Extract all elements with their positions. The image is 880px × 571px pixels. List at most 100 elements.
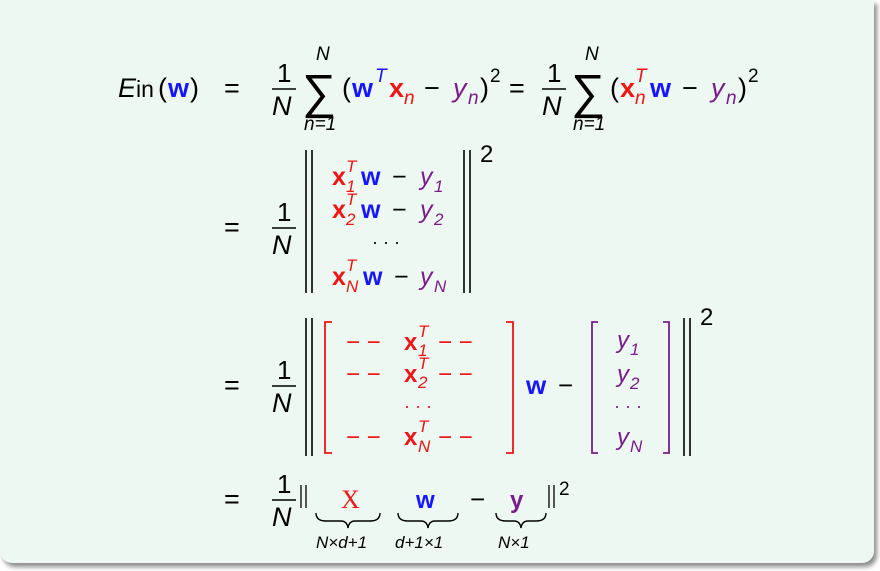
y-v-idx-rN: N: [630, 437, 643, 456]
y-v-dots: · · ·: [614, 396, 642, 416]
dashes-r-r1: − −: [438, 329, 473, 356]
frac-N-2: N: [542, 91, 562, 121]
idx-r1: 1: [346, 177, 355, 196]
paren-open: (: [158, 73, 167, 103]
underbrace-y: [495, 512, 547, 529]
equals-2: =: [224, 212, 240, 242]
sq-4: 2: [700, 304, 713, 331]
y-1: y: [451, 73, 468, 103]
sum-lower-2: n=1: [573, 114, 605, 135]
w-r1: w: [360, 163, 381, 191]
y-v-r1: y: [615, 327, 631, 354]
underbrace-X: [315, 512, 381, 529]
underbrace-w: [397, 512, 459, 529]
E-symbol: E: [118, 73, 137, 103]
frac-one-3: 1: [277, 197, 291, 227]
X-matrix: X: [341, 485, 360, 514]
minus-final: −: [470, 484, 485, 514]
n-sub-y-1: n: [468, 88, 479, 109]
equals-1b: =: [509, 73, 525, 103]
T-m-rN: T: [418, 417, 430, 436]
T-m-r1: T: [418, 322, 430, 341]
y-rN: y: [418, 263, 434, 291]
dashes-l-r2: − −: [346, 361, 381, 388]
dashes-r-rN: − −: [438, 424, 473, 451]
x-1: x: [389, 73, 404, 103]
y-r2: y: [418, 196, 434, 224]
minus-m: −: [558, 370, 573, 400]
y-idx-rN: N: [434, 277, 447, 296]
x-r2: x: [332, 196, 346, 224]
frac-N-1: N: [272, 91, 292, 121]
y-final: y: [510, 487, 524, 514]
x-2: x: [620, 73, 635, 103]
minus-1: −: [424, 73, 440, 103]
minus-r1: −: [392, 163, 407, 191]
sum-symbol-1: ∑: [302, 66, 336, 119]
T-sup-2: T: [635, 66, 648, 87]
frac-N-5: N: [272, 502, 292, 532]
T-r1: T: [346, 157, 358, 176]
y-bracket-left: [591, 321, 598, 454]
y-idx-r1: 1: [434, 177, 443, 196]
n-sub-y-2: n: [726, 88, 737, 109]
n-sub-2: n: [635, 88, 646, 109]
frac-one-5: 1: [277, 469, 291, 499]
minus-r2: −: [392, 196, 407, 224]
line-1: E in ( w ) = 1 N N ∑ n=1 ( w T x n − y n…: [118, 44, 759, 135]
T-sup-1: T: [375, 66, 388, 87]
paren-close-3: ): [738, 73, 747, 103]
frac-N-4: N: [272, 388, 292, 418]
line-2: = 1 N 2 x T 1 w − y 1 x T 2 w − y 2 · · …: [224, 141, 493, 296]
w-rN: w: [362, 263, 383, 291]
w-final: w: [415, 487, 435, 514]
sum-symbol-2: ∑: [571, 66, 605, 119]
y-bracket-right: [663, 321, 670, 454]
line-3: = 1 N 2 − − x T 1 − − − − x T 2 − − · · …: [224, 304, 713, 456]
sq-2: 2: [748, 66, 759, 87]
slide-panel: [0, 0, 874, 563]
frac-one-1: 1: [277, 58, 291, 88]
equals-1: =: [224, 73, 240, 103]
idx-m-rN: N: [418, 437, 431, 456]
X-bracket-left: [324, 321, 332, 454]
idx-r2: 2: [345, 210, 356, 229]
equals-4: =: [224, 484, 240, 514]
x-r1: x: [332, 163, 346, 191]
w-1: w: [351, 73, 374, 103]
x-m-r2: x: [404, 361, 418, 388]
x-m-rN: x: [404, 424, 418, 451]
y-v-r2: y: [615, 361, 631, 388]
T-r2: T: [346, 190, 358, 209]
y-v-idx-r2: 2: [629, 374, 640, 393]
paren-open-3: (: [610, 73, 619, 103]
T-m-r2: T: [418, 354, 430, 373]
x-m-r1: x: [404, 329, 418, 356]
dots-r3: · · ·: [372, 232, 400, 252]
dashes-l-rN: − −: [346, 424, 381, 451]
sq-1: 2: [490, 66, 501, 87]
paren-close: ): [190, 73, 199, 103]
paren-close-2: ): [480, 73, 489, 103]
frac-N-3: N: [272, 230, 292, 260]
equals-3: =: [224, 370, 240, 400]
y-v-rN: y: [615, 424, 631, 451]
paren-open-2: (: [342, 73, 351, 103]
dim-X: N×d+1: [316, 533, 367, 552]
frac-one-4: 1: [277, 355, 291, 385]
sq-5: 2: [559, 479, 570, 500]
minus-rN: −: [394, 263, 409, 291]
sum-upper-2: N: [585, 44, 599, 65]
sum-lower-1: n=1: [304, 114, 336, 135]
X-bracket-right: [506, 321, 514, 454]
n-sub-1: n: [404, 88, 415, 109]
w-2: w: [649, 73, 672, 103]
w-m: w: [525, 370, 547, 400]
dashes-l-r1: − −: [346, 329, 381, 356]
frac-one-2: 1: [547, 58, 561, 88]
idx-m-r2: 2: [417, 373, 428, 392]
y-2: y: [709, 73, 726, 103]
y-idx-r2: 2: [433, 210, 444, 229]
sq-3: 2: [480, 141, 493, 168]
